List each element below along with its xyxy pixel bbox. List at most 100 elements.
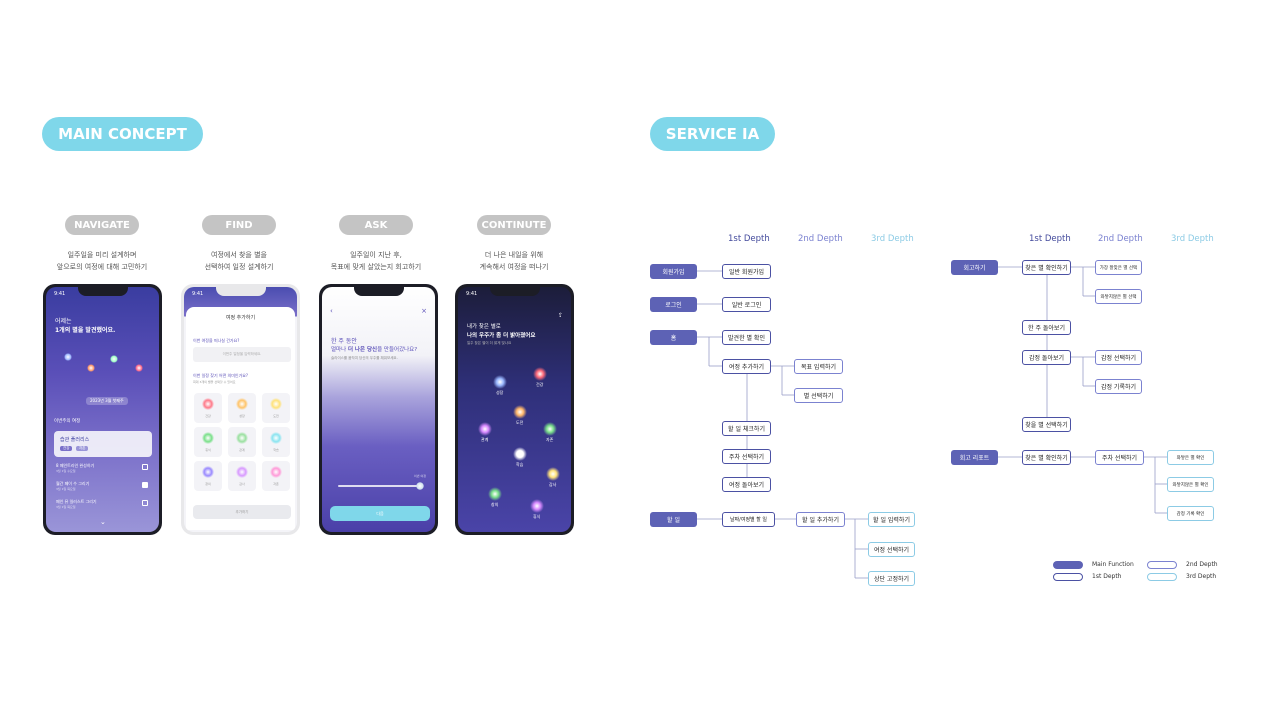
journey-input[interactable]: 이번주 일정을 입력하세요. bbox=[193, 347, 291, 362]
header-1st-depth: 1st Depth bbox=[1029, 234, 1071, 244]
star-option-label: 도전 bbox=[273, 414, 279, 418]
star-option[interactable]: 관계 bbox=[228, 427, 256, 457]
add-journey-sheet: 여정 추가하기 이번 여정을 떠나실 건가요? 이번주 일정을 입력하세요. 이… bbox=[186, 307, 295, 530]
star-icon bbox=[202, 398, 214, 410]
star-icon[interactable] bbox=[87, 364, 95, 372]
slider-label: 이번 여정 bbox=[414, 474, 426, 478]
ia-node-add-todo: 할 일 추가하기 bbox=[796, 512, 845, 527]
star-option[interactable]: 학습 bbox=[262, 427, 290, 457]
ia-node-todo-by-date: 날짜/여정별 할 일 bbox=[722, 512, 775, 527]
task-checkbox[interactable] bbox=[142, 500, 148, 506]
ia-node-check-untouched-star: 와닿지않은 별 확인 bbox=[1167, 477, 1214, 492]
star-option-label: 관계 bbox=[239, 448, 245, 452]
ia-node-least-star: 와닿지않은 별 선택 bbox=[1095, 289, 1142, 304]
star-icon[interactable] bbox=[546, 467, 560, 481]
close-icon[interactable]: × bbox=[421, 307, 427, 315]
question-label: 이번 일정 찾기 어떤 의미인가요? bbox=[193, 373, 249, 378]
ia-node-check-todo: 할 일 체크하기 bbox=[722, 421, 771, 436]
step-ask-pill: ASK bbox=[339, 215, 413, 235]
ia-node-review-emotion: 감정 돌아보기 bbox=[1022, 350, 1071, 365]
section-title: 이번주의 여정 bbox=[54, 419, 81, 424]
result-line2: 나의 우주가 좀 더 밝아졌어요 bbox=[467, 333, 536, 339]
star-icon bbox=[270, 398, 282, 410]
ia-node-select-emotion: 감정 선택하기 bbox=[1095, 350, 1142, 365]
ask-line2: 얼마나 더 나은 당신을 만들어갔나요? bbox=[331, 347, 418, 353]
legend-second-swatch bbox=[1147, 561, 1177, 569]
star-option-label: 자존 bbox=[273, 482, 279, 486]
star-icon[interactable] bbox=[513, 405, 527, 419]
step-navigate-pill: NAVIGATE bbox=[65, 215, 139, 235]
star-icon[interactable] bbox=[478, 422, 492, 436]
ia-node-general-signup: 일반 회원가입 bbox=[722, 264, 771, 279]
ia-node-todo: 할 일 bbox=[650, 512, 697, 527]
star-option-label: 건강 bbox=[205, 414, 211, 418]
star-icon[interactable] bbox=[110, 355, 118, 363]
star-icon bbox=[202, 466, 214, 478]
task-checkbox[interactable] bbox=[142, 482, 148, 488]
ia-node-input-todo: 할 일 입력하기 bbox=[868, 512, 915, 527]
task-checkbox[interactable] bbox=[142, 464, 148, 470]
phone-ask: ‹ × 한 주 동안 얼마나 더 나은 당신을 만들어갔나요? 슬라이스를 움직… bbox=[319, 284, 438, 535]
chevron-down-icon[interactable]: ⌄ bbox=[100, 518, 106, 526]
star-icon bbox=[236, 466, 248, 478]
share-icon[interactable]: ⇪ bbox=[557, 312, 563, 319]
star-option[interactable]: 자존 bbox=[262, 461, 290, 491]
phone-continue: 9:41 ⇪ 내가 찾은 별로 나의 우주가 좀 더 밝아졌어요 일주 찾은 별… bbox=[455, 284, 574, 535]
date-chip[interactable]: 2023년 3월 첫째주 bbox=[86, 397, 128, 405]
star-icon[interactable] bbox=[488, 487, 502, 501]
star-option-label: 성장 bbox=[239, 414, 245, 418]
slider-handle[interactable] bbox=[416, 482, 424, 490]
main-concept-title: MAIN CONCEPT bbox=[42, 117, 203, 151]
star-option[interactable]: 창의 bbox=[194, 461, 222, 491]
star-icon[interactable] bbox=[543, 422, 557, 436]
phone-navigate: 9:41 어제는 1개의 별을 발견했어요. 2023년 3월 첫째주 이번주의… bbox=[43, 284, 162, 535]
ia-node-review-journey: 여정 돌아보기 bbox=[722, 477, 771, 492]
ia-node-home: 홈 bbox=[650, 330, 697, 345]
legend-main-label: Main Function bbox=[1092, 561, 1134, 568]
star-icon[interactable] bbox=[493, 375, 507, 389]
star-option[interactable]: 감사 bbox=[228, 461, 256, 491]
star-option[interactable]: 건강 bbox=[194, 393, 222, 423]
header-1st-depth: 1st Depth bbox=[728, 234, 770, 244]
step-ask-desc: 일주일이 지난 후,목표에 맞게 살았는지 회고하기 bbox=[330, 251, 422, 271]
legend-first-label: 1st Depth bbox=[1092, 573, 1122, 580]
star-label: 도전 bbox=[516, 420, 524, 425]
header-2nd-depth: 2nd Depth bbox=[798, 234, 843, 244]
star-icon[interactable] bbox=[64, 353, 72, 361]
star-option-label: 학습 bbox=[273, 448, 279, 452]
star-label: 성장 bbox=[496, 390, 504, 395]
hint-text: 최대 3개의 별을 선택할 수 있어요 bbox=[193, 380, 236, 384]
tag-badge: 자존 bbox=[76, 446, 89, 451]
ia-node-select-star: 별 선택하기 bbox=[794, 388, 843, 403]
add-button[interactable]: 추가하기 bbox=[193, 505, 291, 519]
star-option-label: 감사 bbox=[239, 482, 245, 486]
reflection-slider[interactable] bbox=[338, 485, 422, 487]
star-option[interactable]: 성장 bbox=[228, 393, 256, 423]
star-option[interactable]: 도전 bbox=[262, 393, 290, 423]
star-icon[interactable] bbox=[135, 364, 143, 372]
star-icon[interactable] bbox=[513, 447, 527, 461]
back-icon[interactable]: ‹ bbox=[330, 307, 333, 315]
legend-second-label: 2nd Depth bbox=[1186, 561, 1218, 568]
sheet-title: 여정 추가하기 bbox=[225, 315, 256, 321]
journey-card[interactable]: 습관 플러리스 건강 자존 bbox=[54, 431, 152, 457]
star-icon[interactable] bbox=[533, 367, 547, 381]
ask-sub: 슬라이스를 움직여 당신의 우주를 채워보세요. bbox=[331, 356, 398, 360]
ia-node-retrospect: 회고하기 bbox=[951, 260, 998, 275]
result-line1: 내가 찾은 별로 bbox=[467, 324, 501, 330]
ia-node-login: 로그인 bbox=[650, 297, 697, 312]
ia-node-pin-top: 상단 고정하기 bbox=[868, 571, 915, 586]
next-button[interactable]: 다음 bbox=[330, 506, 430, 521]
ia-node-select-week: 주차 선택하기 bbox=[722, 449, 771, 464]
star-icon[interactable] bbox=[530, 499, 544, 513]
star-option[interactable]: 휴식 bbox=[194, 427, 222, 457]
star-label: 자존 bbox=[546, 437, 554, 442]
ia-node-best-star: 가장 잘맞은 별 선택 bbox=[1095, 260, 1142, 275]
